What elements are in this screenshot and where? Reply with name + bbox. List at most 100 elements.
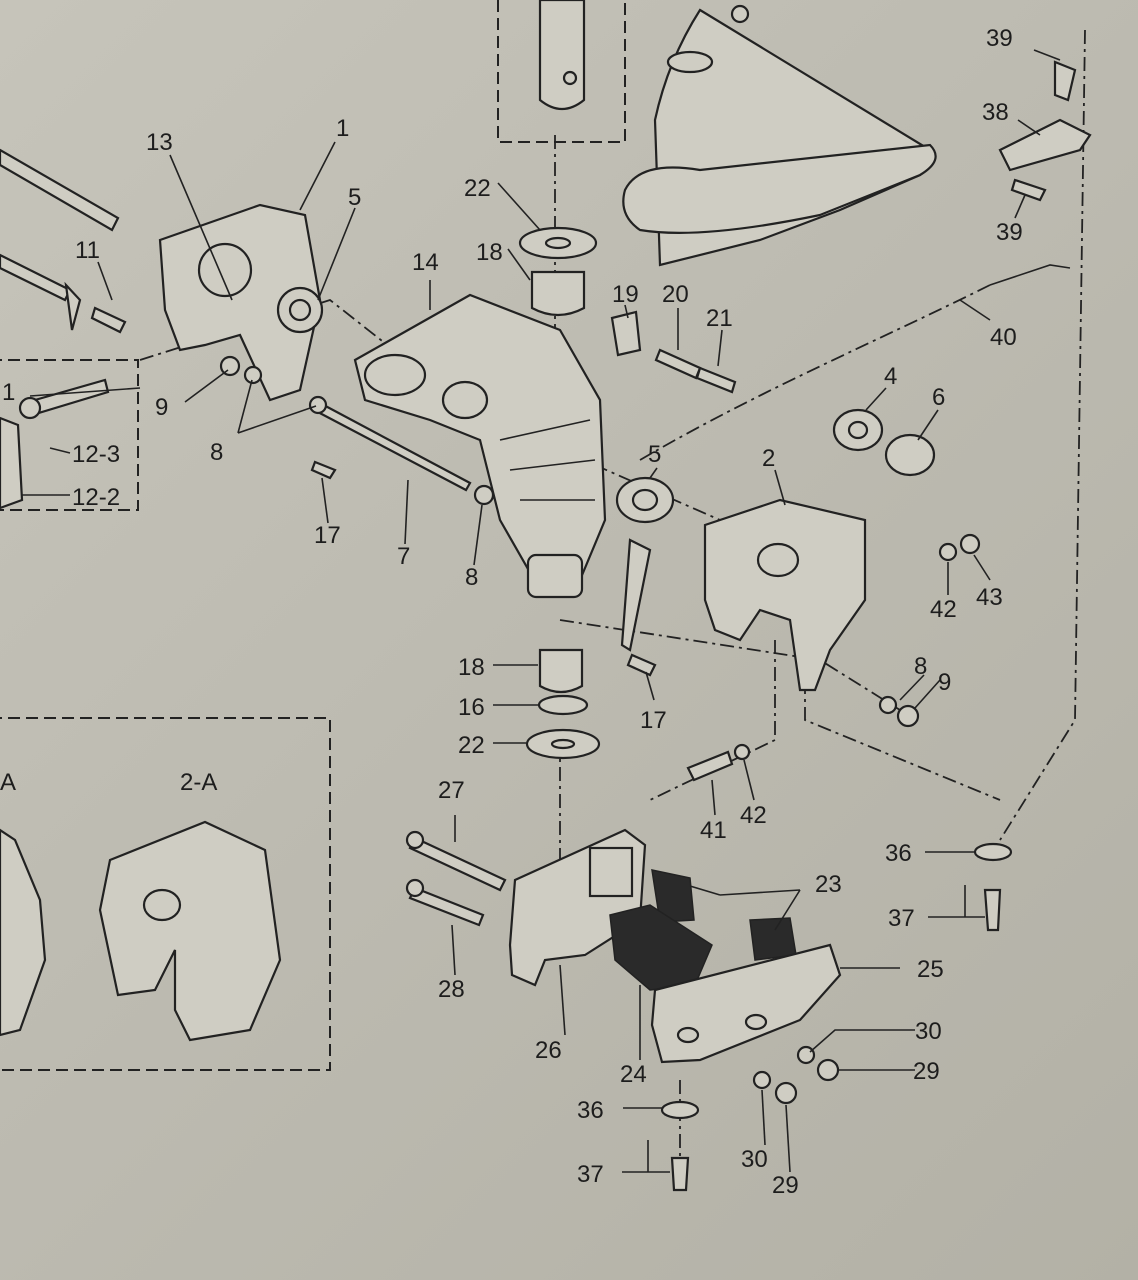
callout-42: 42 xyxy=(740,802,767,829)
cap-6-part xyxy=(884,433,936,477)
callout-30: 30 xyxy=(915,1018,942,1045)
cap-36b-part xyxy=(660,1100,700,1120)
washer-42-part xyxy=(938,542,958,562)
callout-28: 28 xyxy=(438,976,465,1003)
grease-nipple-17-part xyxy=(310,460,337,480)
washer-8c-part xyxy=(473,484,495,506)
bushing-18b-part xyxy=(538,648,584,694)
ring-16-part xyxy=(537,694,589,716)
ground-wire-part xyxy=(620,538,652,652)
washer-30b-part xyxy=(752,1070,772,1090)
cap-36-part xyxy=(973,842,1013,862)
swivel-bracket-part xyxy=(158,203,324,402)
pad-24-part xyxy=(609,904,713,991)
steering-shaft-part xyxy=(538,0,586,111)
screw-39b-part xyxy=(1010,178,1047,202)
callout-30-lower: 30 xyxy=(741,1146,768,1173)
nut-9b-part xyxy=(896,704,920,728)
callout-16: 16 xyxy=(458,694,485,721)
washer-8b-part xyxy=(308,395,328,415)
bolt-27-part xyxy=(405,830,507,892)
callout-8: 8 xyxy=(210,439,223,466)
screw-37b-part xyxy=(670,1156,690,1192)
callout-20: 20 xyxy=(662,281,689,308)
callout-43: 43 xyxy=(976,584,1003,611)
clip-38-part xyxy=(998,118,1092,172)
callout-22-lower: 22 xyxy=(458,732,485,759)
callout-8-right: 8 xyxy=(914,653,927,680)
callout-21: 21 xyxy=(706,305,733,332)
callout-labels: 1 1 2 4 5 5 6 7 8 8 8 9 9 11 12-3 12-2 1… xyxy=(0,25,1023,1199)
pad-23-part xyxy=(651,869,695,923)
washer-8d-part xyxy=(878,695,898,715)
callout-12-3: 12-3 xyxy=(72,441,120,468)
plate-19-part xyxy=(610,310,642,357)
callout-22: 22 xyxy=(464,175,491,202)
callout-40: 40 xyxy=(990,324,1017,351)
callout-9-right: 9 xyxy=(938,669,951,696)
callout-25: 25 xyxy=(917,956,944,983)
clamp-26-part xyxy=(508,828,647,987)
callout-19: 19 xyxy=(612,281,639,308)
inset-box-12 xyxy=(0,359,139,511)
stern-bracket-2a-part xyxy=(98,820,282,1042)
clamp-12-2-part xyxy=(0,416,24,510)
pad-23b-part xyxy=(749,917,797,961)
callout-17-lower: 17 xyxy=(640,707,667,734)
callout-2: 2 xyxy=(762,445,775,472)
bolt-41-part xyxy=(686,750,734,782)
callout-12-2: 12-2 xyxy=(72,484,120,511)
washer-42b-part xyxy=(733,743,751,761)
callout-4: 4 xyxy=(884,363,897,390)
callout-29: 29 xyxy=(913,1058,940,1085)
inset-box-2a xyxy=(0,717,331,1071)
callout-8-center: 8 xyxy=(465,564,478,591)
callout-9: 9 xyxy=(155,394,168,421)
callout-38: 38 xyxy=(982,99,1009,126)
callout-13: 13 xyxy=(146,129,173,156)
bolt-28-part xyxy=(405,878,485,927)
nut-43-part xyxy=(959,533,981,555)
screw-39-part xyxy=(1053,60,1077,102)
callout-26: 26 xyxy=(535,1037,562,1064)
callout-1-left: 1 xyxy=(2,379,15,406)
callout-37: 37 xyxy=(888,905,915,932)
lower-cowling-part xyxy=(622,4,937,267)
inset-label-a: A xyxy=(0,769,16,796)
callout-41: 41 xyxy=(700,817,727,844)
callout-39: 39 xyxy=(986,25,1013,52)
callout-7: 7 xyxy=(397,543,410,570)
bolt-12-part xyxy=(18,378,110,420)
callout-11: 11 xyxy=(75,237,100,264)
bushing-4-part xyxy=(832,408,884,452)
clamp-25-part xyxy=(650,943,842,1064)
stern-bracket-part xyxy=(703,498,867,692)
nut-9-part xyxy=(219,355,241,377)
spring-20-part xyxy=(654,348,702,380)
callout-39-lower: 39 xyxy=(996,219,1023,246)
callout-14: 14 xyxy=(412,249,439,276)
phantom-line-36 xyxy=(804,680,1001,801)
screw-11-part xyxy=(90,306,127,334)
callout-1: 1 xyxy=(336,115,349,142)
callout-17: 17 xyxy=(314,522,341,549)
cable-40-part xyxy=(989,264,1071,286)
callout-5-lower: 5 xyxy=(648,441,661,468)
callout-37-lower: 37 xyxy=(577,1161,604,1188)
bushing-5-part xyxy=(615,476,675,524)
washer-8-part xyxy=(243,365,263,385)
callout-27: 27 xyxy=(438,777,465,804)
nut-29-part xyxy=(816,1058,840,1082)
callout-36-lower: 36 xyxy=(577,1097,604,1124)
inset-label-2a: 2-A xyxy=(180,769,217,796)
callout-42-right: 42 xyxy=(930,596,957,623)
callout-6: 6 xyxy=(932,384,945,411)
nut-29b-part xyxy=(774,1081,798,1105)
callout-5: 5 xyxy=(348,184,361,211)
leader-lines xyxy=(22,49,1061,1173)
callout-18-lower: 18 xyxy=(458,654,485,681)
bolt-21-part xyxy=(695,366,737,394)
steering-bracket-part xyxy=(353,293,607,599)
